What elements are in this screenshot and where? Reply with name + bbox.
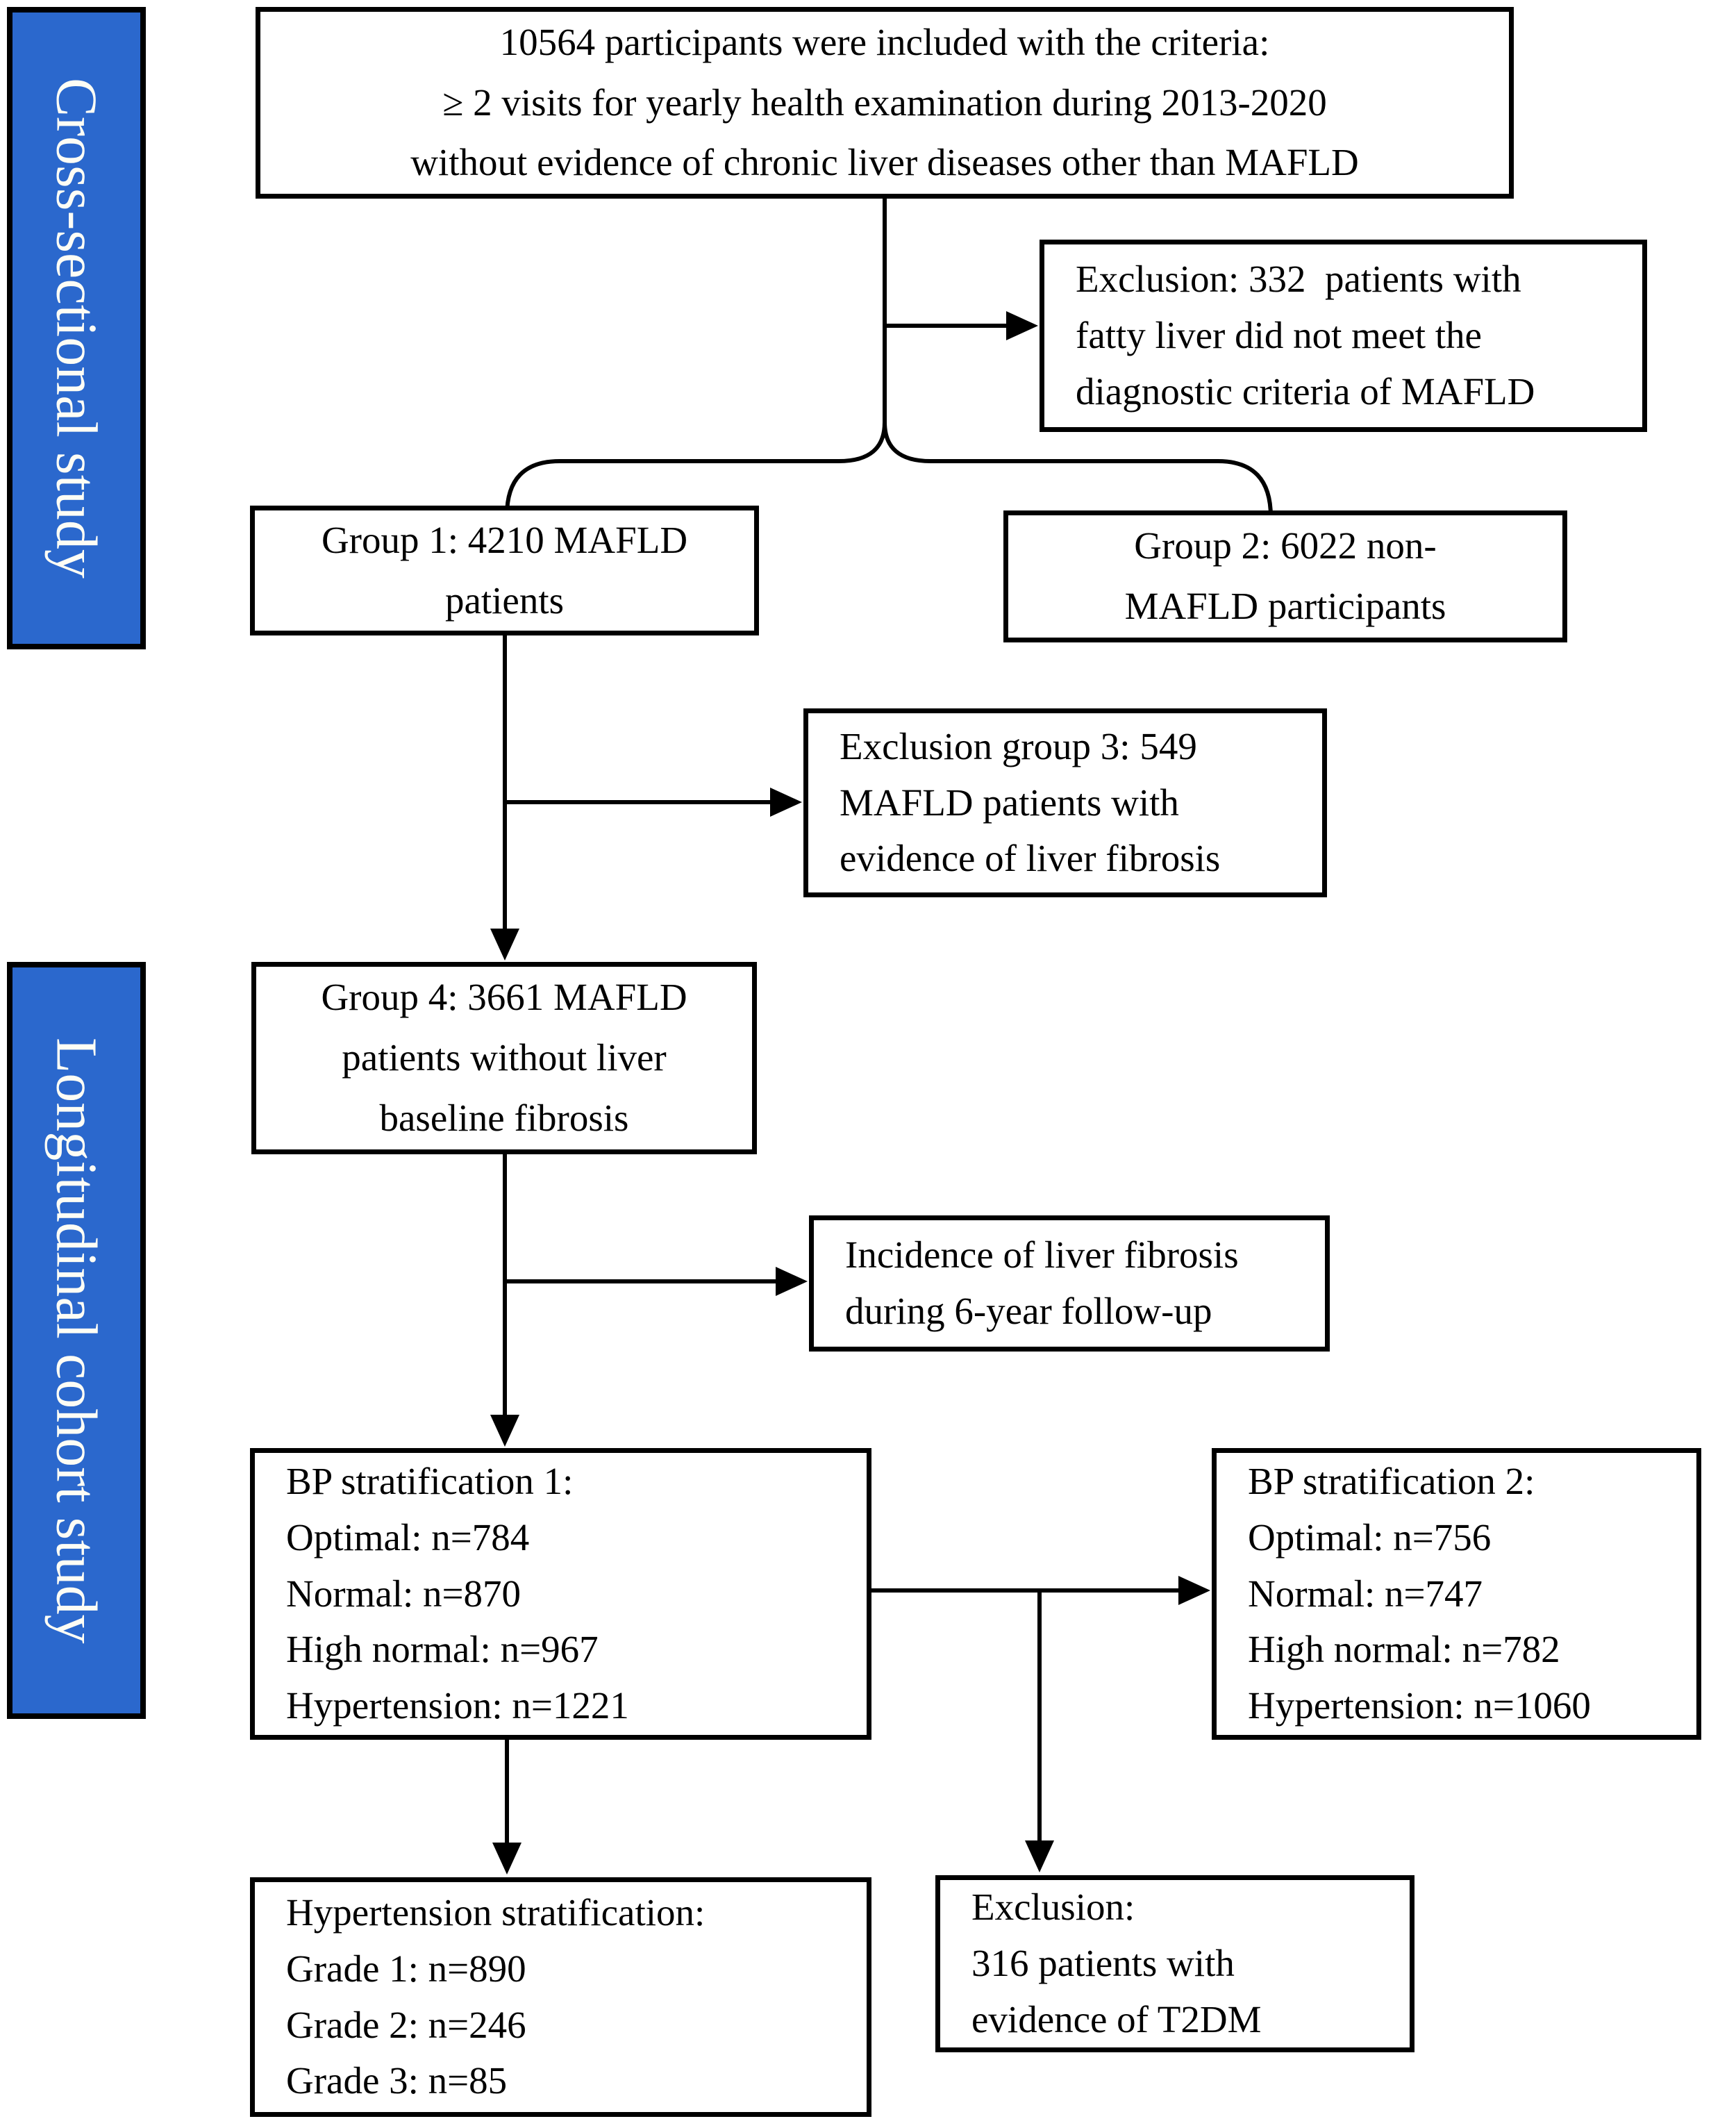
bp-stratification-2-text: BP stratification 2: Optimal: n=756 Norm… — [1248, 1459, 1591, 1727]
box-exclusion-group3-fibrosis: Exclusion group 3: 549 MAFLD patients wi… — [803, 708, 1327, 897]
group4-text: Group 4: 3661 MAFLD patients without liv… — [321, 976, 687, 1139]
arrowhead-exclusion-group3 — [770, 788, 802, 817]
box-hypertension-stratification: Hypertension stratification: Grade 1: n=… — [250, 1877, 871, 2117]
incidence-text: Incidence of liver fibrosis during 6-yea… — [845, 1233, 1239, 1332]
inclusion-criteria-text: 10564 participants were included with th… — [410, 20, 1359, 184]
arrowhead-exclusion-t2dm — [1025, 1840, 1054, 1872]
sidebar-longitudinal-label: Longitudinal cohort study — [44, 1037, 109, 1644]
sidebar-longitudinal-cohort-study: Longitudinal cohort study — [7, 962, 146, 1719]
box-group2-non-mafld: Group 2: 6022 non- MAFLD participants — [1003, 510, 1567, 642]
arrowhead-exclusion-mafld — [1006, 311, 1038, 340]
bp-stratification-1-text: BP stratification 1: Optimal: n=784 Norm… — [286, 1459, 629, 1727]
sidebar-cross-sectional-label: Cross-sectional study — [44, 78, 109, 579]
group1-text: Group 1: 4210 MAFLD patients — [321, 518, 688, 622]
box-bp-stratification-1: BP stratification 1: Optimal: n=784 Norm… — [250, 1448, 871, 1740]
box-bp-stratification-2: BP stratification 2: Optimal: n=756 Norm… — [1212, 1448, 1701, 1740]
connector-brace-split — [505, 422, 1273, 517]
arrowhead-incidence — [776, 1267, 808, 1296]
box-exclusion-mafld-criteria: Exclusion: 332 patients with fatty liver… — [1040, 240, 1647, 432]
arrowhead-bp1 — [490, 1415, 519, 1447]
arrowhead-group4 — [490, 929, 519, 961]
box-exclusion-t2dm: Exclusion: 316 patients with evidence of… — [935, 1875, 1414, 2052]
sidebar-cross-sectional-study: Cross-sectional study — [7, 7, 146, 649]
box-inclusion-criteria: 10564 participants were included with th… — [256, 7, 1514, 199]
box-group4-no-baseline-fibrosis: Group 4: 3661 MAFLD patients without liv… — [251, 962, 757, 1154]
arrowhead-hypertension-strat — [492, 1843, 521, 1875]
arrowhead-bp2 — [1178, 1576, 1210, 1605]
hypertension-stratification-text: Hypertension stratification: Grade 1: n=… — [286, 1890, 706, 2102]
exclusion-group3-text: Exclusion group 3: 549 MAFLD patients wi… — [840, 724, 1221, 880]
exclusion-t2dm-text: Exclusion: 316 patients with evidence of… — [971, 1886, 1262, 2040]
group2-text: Group 2: 6022 non- MAFLD participants — [1124, 524, 1446, 627]
exclusion-mafld-text: Exclusion: 332 patients with fatty liver… — [1076, 258, 1535, 413]
box-group1-mafld-patients: Group 1: 4210 MAFLD patients — [250, 506, 759, 635]
box-incidence-liver-fibrosis: Incidence of liver fibrosis during 6-yea… — [809, 1215, 1330, 1352]
